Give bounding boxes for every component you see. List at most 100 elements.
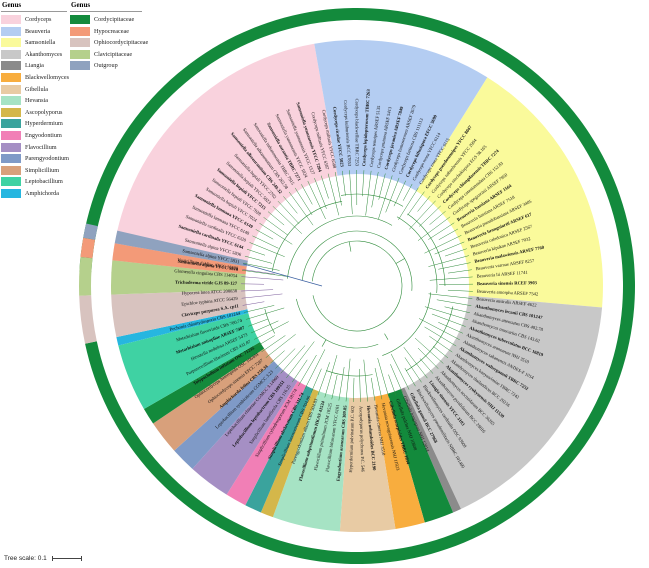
genus-legend-swatch xyxy=(1,119,21,129)
branch xyxy=(241,293,283,299)
branch-arc xyxy=(302,230,413,291)
genus-legend-item: Simplicillium xyxy=(1,165,67,177)
family-legend-swatch xyxy=(70,26,90,36)
branch xyxy=(432,345,449,359)
genus-sectors xyxy=(110,40,603,532)
branch xyxy=(417,195,431,212)
branch xyxy=(243,262,280,271)
branch xyxy=(298,354,317,387)
genus-sector xyxy=(174,360,283,469)
branch xyxy=(272,206,303,234)
branch xyxy=(378,175,393,220)
branch xyxy=(252,235,279,249)
genus-legend-label: Blackwellomyces xyxy=(25,74,69,82)
genus-legend-item: Ascopolyporus xyxy=(1,107,67,119)
branch xyxy=(402,183,413,201)
tree-scale-bar xyxy=(51,556,82,561)
branch xyxy=(390,353,410,390)
branch xyxy=(314,178,327,209)
genus-legend-item: Hyperdermium xyxy=(1,118,67,130)
family-ring-segment xyxy=(79,256,93,296)
branch xyxy=(418,205,441,227)
genus-legend-label: Beauveria xyxy=(25,27,51,35)
branch xyxy=(348,241,352,252)
genus-sector xyxy=(400,387,461,513)
branch xyxy=(349,170,353,215)
branch xyxy=(417,216,451,241)
branch xyxy=(246,248,266,256)
genus-legend-item: Leptobacillium xyxy=(1,176,67,188)
branch xyxy=(263,217,288,236)
branch-arc xyxy=(382,292,432,356)
genus-sector xyxy=(404,295,603,509)
genus-sector xyxy=(112,243,247,275)
genus-sector xyxy=(416,77,603,308)
tip-label: Beauveria amorpha ARSEF 7542 xyxy=(477,289,539,297)
branch xyxy=(371,377,376,401)
branch xyxy=(241,276,284,281)
family-legend-label: Hypocreaceae xyxy=(94,27,130,35)
family-legend-label: Ophiocordycipitaceae xyxy=(94,39,149,47)
branch xyxy=(280,345,306,374)
tip-label: Beauveria sinensis RCEF 3903 xyxy=(477,280,538,286)
branch xyxy=(283,196,298,214)
genus-sector xyxy=(226,380,307,506)
genus-sector xyxy=(114,230,248,267)
genus-legend-item: Beauveria xyxy=(1,25,67,37)
genus-legend-label: Hevansia xyxy=(25,97,49,105)
branch xyxy=(267,211,285,226)
family-legend-swatch xyxy=(70,38,90,48)
genus-legend-item: Flavocillium xyxy=(1,141,67,153)
branch xyxy=(378,173,386,200)
branch xyxy=(244,305,275,313)
genus-legend-item: Hevansia xyxy=(1,95,67,107)
branch xyxy=(444,248,467,257)
branch xyxy=(320,175,329,199)
branch xyxy=(371,171,379,208)
branch xyxy=(438,322,464,334)
branch xyxy=(424,326,457,347)
family-ring xyxy=(79,7,636,564)
branch xyxy=(304,349,326,390)
family-legend-swatch xyxy=(70,49,90,59)
family-legend-label: Cordycipitaceae xyxy=(94,16,135,24)
genus-legend-label: Gibellula xyxy=(25,85,49,93)
branch xyxy=(398,187,419,220)
branch xyxy=(418,318,460,341)
genus-legend-swatch xyxy=(1,142,21,152)
branch xyxy=(404,357,422,383)
branch xyxy=(301,184,313,205)
branch xyxy=(390,364,403,393)
branch xyxy=(294,187,313,216)
genus-legend-label: Simplicillium xyxy=(25,166,60,174)
genus-legend-swatch xyxy=(1,154,21,164)
tip-label: Epichloe typhina ATCC 56429 xyxy=(181,296,238,307)
genus-legend-item: Samsoniella xyxy=(1,37,67,49)
family-ring-segment xyxy=(83,223,98,240)
branch xyxy=(327,173,340,216)
genus-legend-item: Gibellula xyxy=(1,83,67,95)
branch-arc xyxy=(396,216,438,293)
family-legend-divider xyxy=(70,11,142,12)
genus-legend-swatch xyxy=(1,61,21,71)
branch-arc xyxy=(264,308,275,334)
genus-sector xyxy=(111,43,338,281)
tip-label: Cordyceps kuiburiensis BCC 67853 xyxy=(343,100,352,167)
branch xyxy=(242,270,288,277)
tip-label: Beauveria lii ARSEF 11741 xyxy=(476,270,528,279)
branch xyxy=(436,299,472,306)
genus-legend-item: Engyodontium xyxy=(1,130,67,142)
genus-legend-swatch xyxy=(1,107,21,117)
branch xyxy=(321,339,327,347)
family-legend-item: Clavicipitaceae xyxy=(70,49,142,61)
branch xyxy=(429,276,473,281)
genus-legend-swatch xyxy=(1,15,21,25)
tip-label: Glomerella cingulata CBS 114054 xyxy=(174,268,238,278)
branch xyxy=(377,358,390,398)
branch xyxy=(265,334,296,358)
branch xyxy=(419,358,434,374)
tip-label: Trichoderma viride GJS 89-127 xyxy=(175,280,238,286)
